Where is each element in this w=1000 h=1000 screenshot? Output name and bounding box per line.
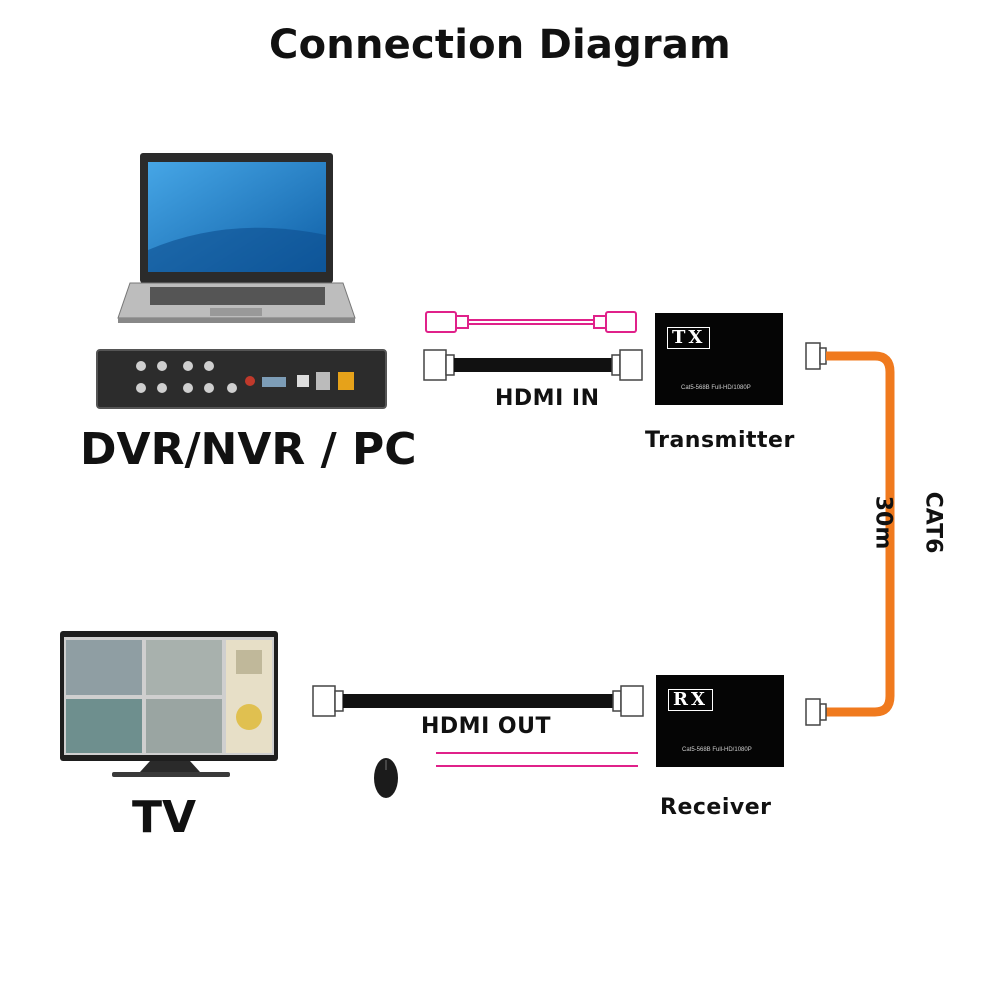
receiver-box-spec: Cat5-568B Full-HD/1080P <box>682 747 752 753</box>
dvr-icon <box>96 349 387 409</box>
hdmi-out-cable-icon <box>312 685 644 717</box>
diagram-title: Connection Diagram <box>269 22 731 68</box>
hdmi-in-cable-icon <box>423 349 643 381</box>
tv-label: TV <box>132 792 197 843</box>
cat6-cable-icon <box>805 342 895 726</box>
transmitter-box: TX Cat5-568B Full-HD/1080P <box>655 313 783 405</box>
pink-lines-icon <box>436 752 638 767</box>
transmitter-label: Transmitter <box>645 428 795 453</box>
hdmi-out-label: HDMI OUT <box>421 714 551 739</box>
mouse-icon <box>374 758 398 798</box>
source-label: DVR/NVR / PC <box>80 424 417 475</box>
tv-icon <box>60 631 278 777</box>
receiver-box: RX Cat5-568B Full-HD/1080P <box>656 675 784 767</box>
transmitter-box-id: TX <box>667 327 711 349</box>
pink-hdmi-cable-icon <box>425 311 637 333</box>
receiver-box-id: RX <box>668 689 713 711</box>
cable-type-label: CAT6 <box>920 491 946 554</box>
transmitter-box-spec: Cat5-568B Full-HD/1080P <box>681 385 751 391</box>
receiver-label: Receiver <box>660 795 772 820</box>
cable-length-label: 30m <box>870 495 896 550</box>
laptop-icon <box>117 153 356 323</box>
hdmi-in-label: HDMI IN <box>495 386 600 411</box>
